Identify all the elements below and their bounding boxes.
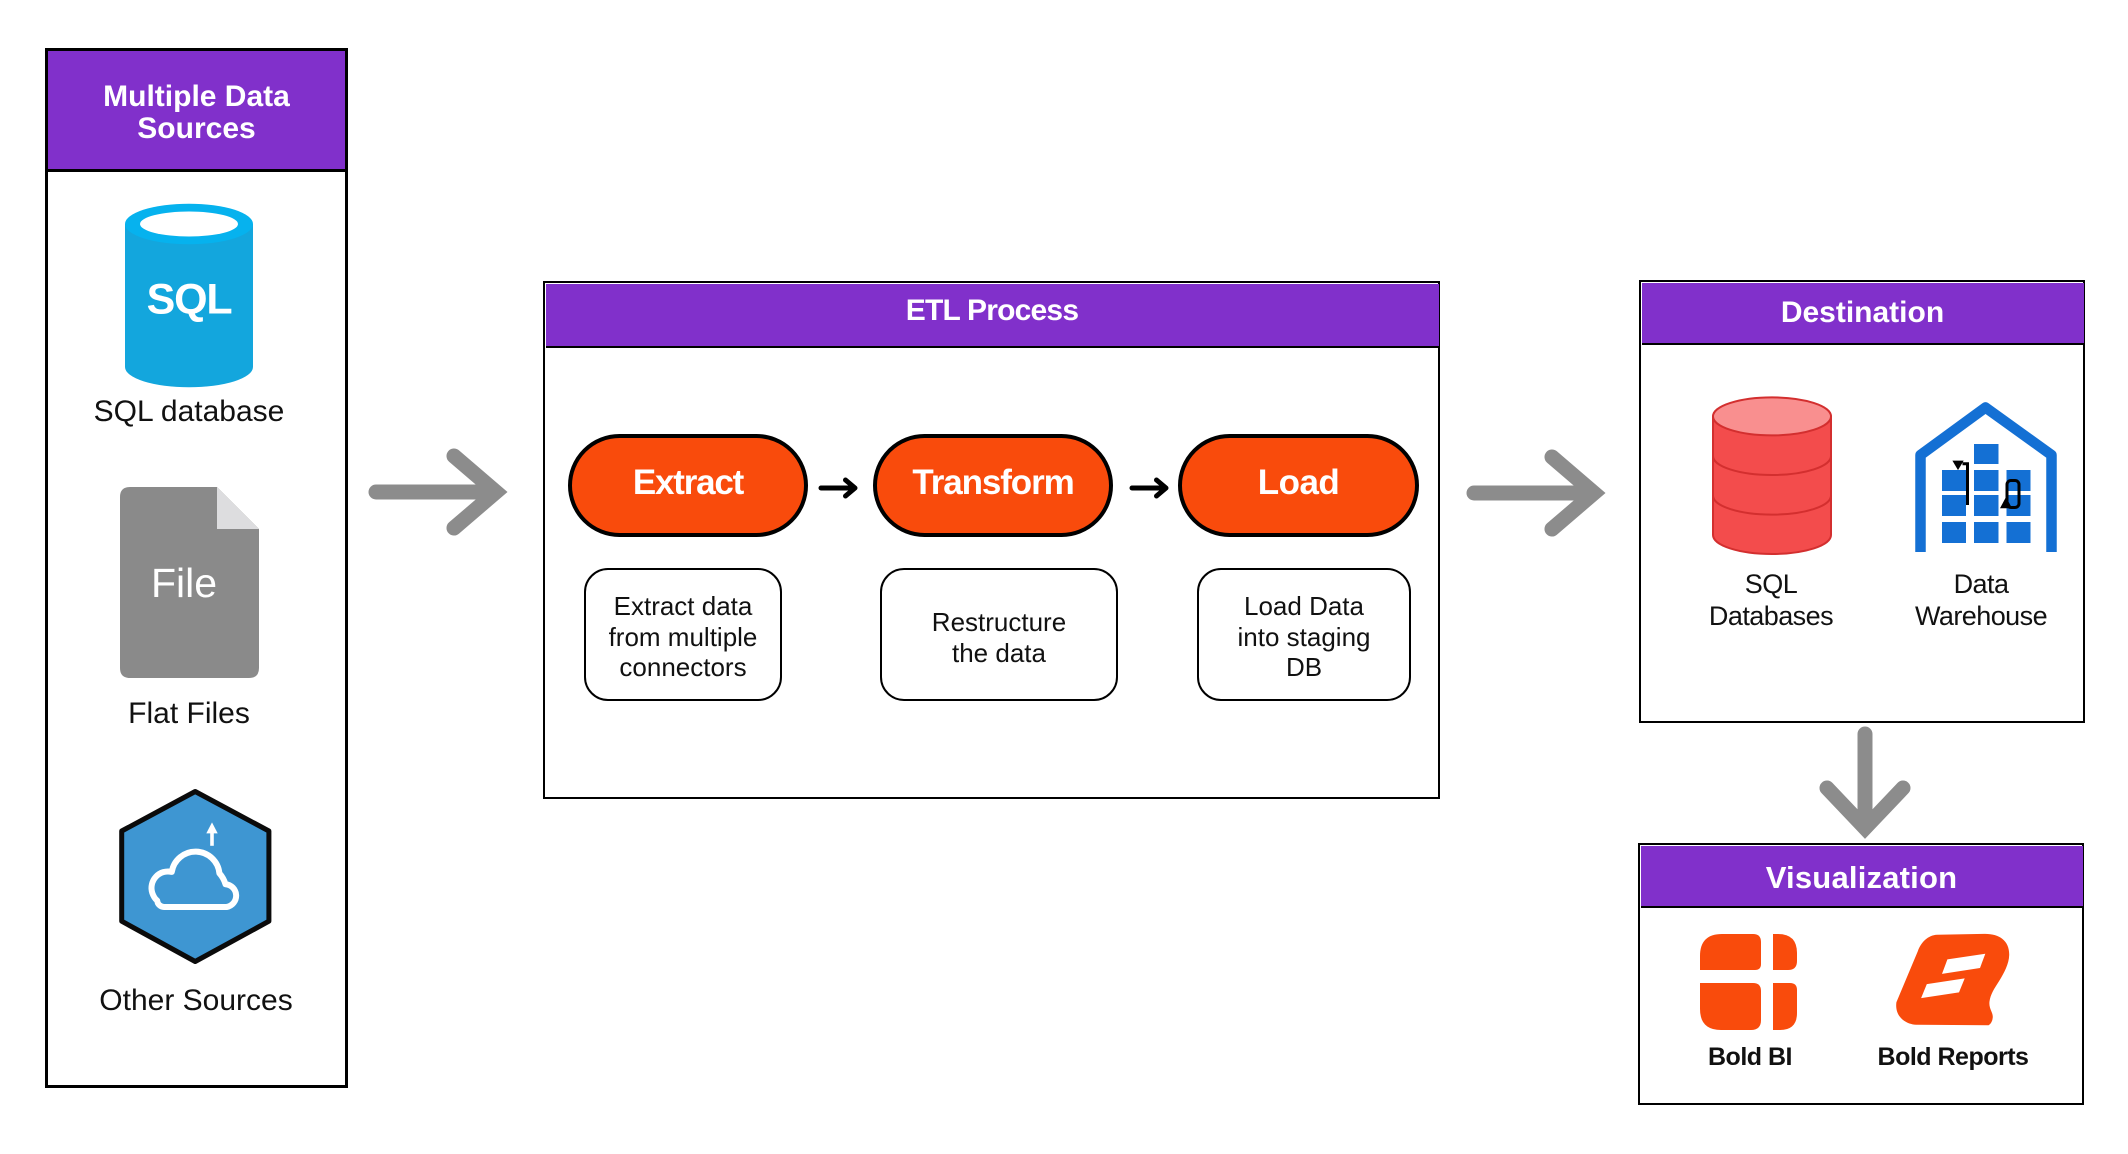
svg-text:SQL: SQL (147, 276, 232, 324)
svg-text:File: File (151, 560, 217, 606)
